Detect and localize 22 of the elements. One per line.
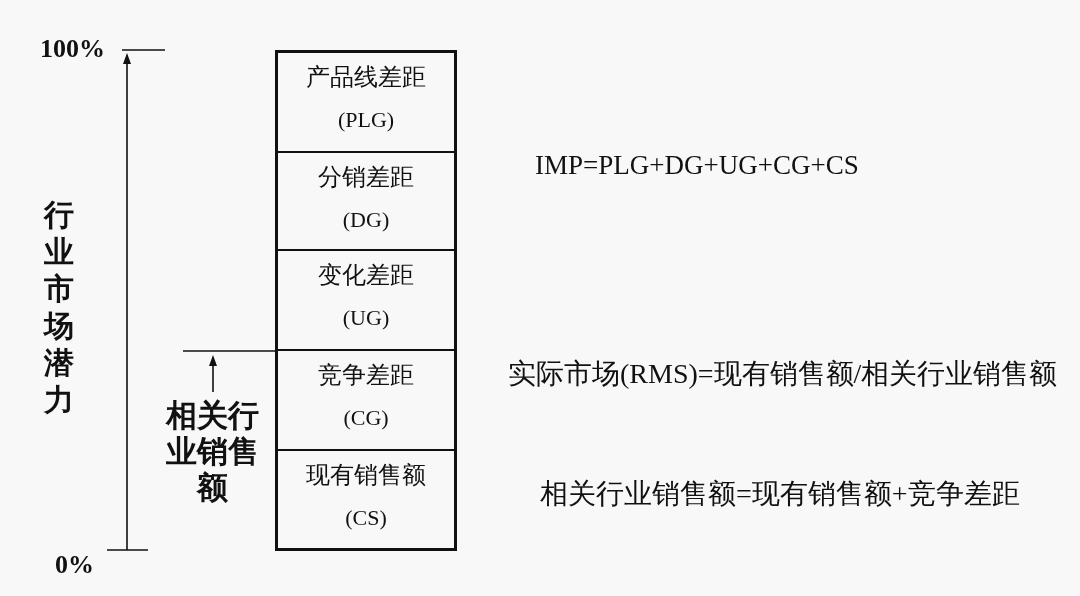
stacked-segment — [275, 251, 457, 351]
axis-title: 行业市场潜力 — [44, 197, 75, 418]
segment-code: (PLG) — [337, 107, 395, 133]
formula-text: 相关行业销售额=现有销售额+竞争差距 — [540, 478, 1020, 510]
segment-label: 竞争差距 — [318, 361, 414, 389]
segment-label: 现有销售额 — [306, 461, 426, 489]
stacked-segment — [275, 351, 457, 451]
segment-label: 变化差距 — [318, 261, 414, 289]
stacked-segment — [275, 50, 457, 153]
segment-code: (UG) — [342, 305, 390, 331]
stacked-segment — [275, 153, 457, 251]
segment-label: 分销差距 — [318, 163, 414, 191]
segment-label: 产品线差距 — [306, 63, 426, 91]
scale-label: 0% — [55, 550, 94, 580]
segment-code: (DG) — [342, 207, 390, 233]
dimension-label: 相关行业销售额 — [164, 398, 260, 506]
formula-text: IMP=PLG+DG+UG+CG+CS — [535, 150, 859, 181]
segment-code: (CS) — [345, 505, 387, 531]
formula-text: 实际市场(RMS)=现有销售额/相关行业销售额 — [508, 358, 1058, 390]
segment-code: (CG) — [343, 405, 389, 431]
stacked-segment — [275, 451, 457, 551]
scale-label: 100% — [40, 34, 105, 64]
